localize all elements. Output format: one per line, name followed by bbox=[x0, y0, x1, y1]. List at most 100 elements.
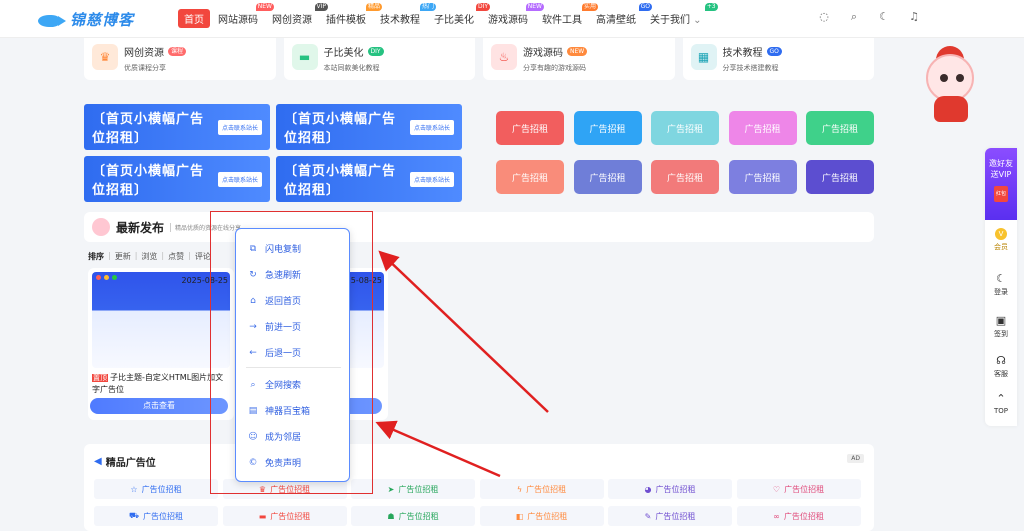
ad-tile-5[interactable]: 广告招租 bbox=[496, 160, 564, 194]
context-menu-item-6[interactable]: ▤神器百宝箱 bbox=[248, 404, 310, 418]
contact-admin-button[interactable]: 点击联系站长 bbox=[409, 119, 454, 135]
sort-option-4[interactable]: 评论 bbox=[194, 252, 211, 261]
card-tag: DIY bbox=[367, 47, 384, 56]
context-menu-item-0[interactable]: ⧉闪电复制 bbox=[248, 242, 301, 256]
bell-icon[interactable]: ♫ bbox=[909, 10, 919, 23]
sidebar-item-3[interactable]: ☊客服 bbox=[985, 354, 1017, 379]
ad-slot-1[interactable]: ♛广告位招租 bbox=[222, 479, 347, 499]
bulb-icon[interactable]: ◌ bbox=[819, 10, 829, 23]
nav-badge: VIP bbox=[314, 3, 328, 11]
ad-slot-label: 广告位招租 bbox=[398, 484, 439, 494]
sort-separator: | bbox=[134, 251, 138, 260]
ad-tile-9[interactable]: 广告招租 bbox=[806, 160, 874, 194]
ad-slot-0[interactable]: ☆广告位招租 bbox=[94, 479, 218, 499]
flame-icon: ♨ bbox=[491, 44, 517, 70]
nav-item-0[interactable]: 首页 bbox=[178, 9, 210, 28]
context-menu-item-7[interactable]: ☺成为邻居 bbox=[248, 430, 301, 444]
banner-ad-1[interactable]: 〔首页小横幅广告位招租〕点击联系站长 bbox=[276, 104, 462, 150]
nav-item-3[interactable]: 插件模板精品 bbox=[320, 3, 382, 28]
ad-slot-9[interactable]: ◧广告位招租 bbox=[479, 506, 604, 526]
context-menu-item-5[interactable]: ⌕全网搜索 bbox=[248, 378, 301, 392]
sort-option-1[interactable]: 更新 bbox=[114, 252, 131, 261]
sort-separator: | bbox=[161, 251, 165, 260]
ad-slot-2[interactable]: ➤广告位招租 bbox=[351, 479, 475, 499]
pinned-badge: 置顶 bbox=[92, 374, 108, 382]
post-thumbnail[interactable] bbox=[92, 272, 230, 368]
ad-slot-icon: ☗ bbox=[387, 511, 395, 521]
card-tag: GO bbox=[766, 47, 782, 56]
ad-tile-3[interactable]: 广告招租 bbox=[728, 111, 797, 145]
view-post-button[interactable]: 点击查看 bbox=[90, 398, 228, 414]
ad-tile-0[interactable]: 广告招租 bbox=[496, 111, 564, 145]
site-logo[interactable]: 锦慈博客 bbox=[38, 9, 134, 30]
ad-slot-5[interactable]: ♡广告位招租 bbox=[736, 479, 861, 499]
ad-tile-label: 广告招租 bbox=[821, 124, 858, 135]
sort-option-2[interactable]: 浏览 bbox=[141, 252, 158, 261]
nav-badge: +3 bbox=[704, 3, 718, 11]
nav-item-9[interactable]: 关于我们+3 ⌄ bbox=[644, 3, 718, 28]
banner-ad-2[interactable]: 〔首页小横幅广告位招租〕点击联系站长 bbox=[84, 156, 270, 202]
ad-tile-4[interactable]: 广告招租 bbox=[806, 111, 874, 145]
crown-icon: ♛ bbox=[92, 44, 118, 70]
ad-slot-10[interactable]: ✎广告位招租 bbox=[608, 506, 732, 526]
card-title-label: 子比美化 bbox=[323, 48, 364, 59]
ad-tile-2[interactable]: 广告招租 bbox=[651, 111, 719, 145]
category-card-0[interactable]: ♛网创资源课程优质课程分享 bbox=[84, 38, 276, 80]
ad-tile-8[interactable]: 广告招租 bbox=[728, 160, 797, 194]
context-menu-item-8[interactable]: ©免责声明 bbox=[248, 456, 302, 470]
sidebar-item-2[interactable]: ▣签到 bbox=[985, 314, 1017, 339]
search-icon[interactable]: ⌕ bbox=[850, 10, 858, 23]
ad-slot-4[interactable]: ◕广告位招租 bbox=[608, 479, 732, 499]
contact-admin-button[interactable]: 点击联系站长 bbox=[217, 119, 262, 135]
banner-text: 〔首页小横幅广告位招租〕 bbox=[92, 164, 205, 198]
nav-badge: NEW bbox=[255, 3, 274, 11]
ad-slot-label: 广告位招租 bbox=[527, 511, 568, 521]
grid-icon: ▦ bbox=[690, 44, 717, 70]
checkin-calendar-icon: ▣ bbox=[995, 314, 1007, 327]
ad-slot-11[interactable]: ∞广告位招租 bbox=[736, 506, 861, 526]
ad-tile-7[interactable]: 广告招租 bbox=[651, 160, 719, 194]
context-menu-item-2[interactable]: ⌂返回首页 bbox=[248, 294, 301, 308]
ad-slot-8[interactable]: ☗广告位招租 bbox=[351, 506, 475, 526]
banner-ad-3[interactable]: 〔首页小横幅广告位招租〕点击联系站长 bbox=[276, 156, 462, 202]
arrow-to-menu-top bbox=[378, 250, 549, 413]
sidebar-item-1[interactable]: ☾登录 bbox=[985, 272, 1017, 297]
ad-tile-6[interactable]: 广告招租 bbox=[573, 160, 642, 194]
nav-item-4[interactable]: 技术教程热门 bbox=[374, 3, 436, 28]
latest-subtitle: 精品优质的资源在线分享 bbox=[170, 222, 241, 232]
ad-tile-label: 广告招租 bbox=[666, 173, 703, 184]
moon-icon[interactable]: ☾ bbox=[879, 10, 889, 23]
sidebar-item-4[interactable]: ⌃TOP bbox=[985, 392, 1017, 415]
post-title[interactable]: 置顶子比主题-自定义HTML图片加文字广告位 bbox=[92, 372, 230, 395]
context-menu-item-1[interactable]: ↻急速刷新 bbox=[248, 268, 301, 282]
context-menu-item-4[interactable]: ←后退一页 bbox=[248, 346, 302, 360]
context-menu-item-3[interactable]: →前进一页 bbox=[248, 320, 301, 334]
nav-badge: 热门 bbox=[419, 3, 436, 11]
contact-admin-button[interactable]: 点击联系站长 bbox=[409, 171, 454, 187]
context-menu-label: 后退一页 bbox=[265, 349, 302, 359]
nav-item-7[interactable]: 软件工具实用 bbox=[536, 3, 598, 28]
sort-option-3[interactable]: 点赞 bbox=[168, 252, 185, 261]
logo-text: 锦慈博客 bbox=[70, 11, 135, 29]
ad-slot-6[interactable]: ⛟广告位招租 bbox=[94, 506, 218, 526]
ad-tile-1[interactable]: 广告招租 bbox=[573, 111, 642, 145]
contact-admin-button[interactable]: 点击联系站长 bbox=[217, 171, 262, 187]
invite-vip-promo[interactable]: 邀好友送VIP 红包 bbox=[985, 148, 1017, 220]
banner-ad-0[interactable]: 〔首页小横幅广告位招租〕点击联系站长 bbox=[84, 104, 270, 150]
ad-slot-7[interactable]: ▬广告位招租 bbox=[222, 506, 347, 526]
